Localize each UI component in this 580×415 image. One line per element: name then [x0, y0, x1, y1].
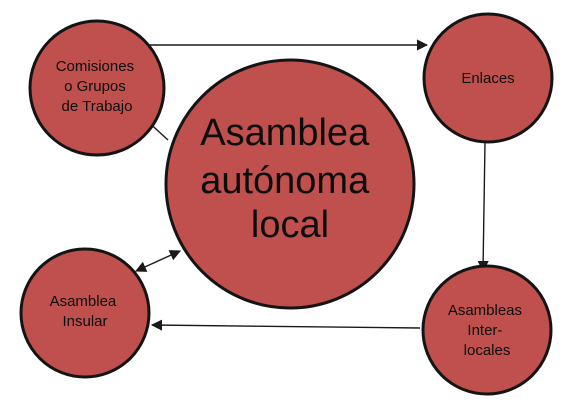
node-insular: Asamblea Insular: [19, 247, 151, 379]
node-interlocales-line-1: Asambleas: [448, 302, 522, 319]
svg-text:Asamblea autónoma: Asamblea autónoma local: [200, 112, 380, 246]
node-enlaces-circle: [422, 12, 554, 144]
node-interlocales-line-3: locales: [464, 342, 511, 359]
connectors: [134, 39, 489, 331]
node-interlocales: Asambleas Inter- locales: [421, 264, 553, 396]
arrow-interlocales-to-insular: [150, 319, 421, 331]
node-center-line-3: local: [251, 204, 329, 246]
node-insular-line-2: Insular: [62, 313, 107, 330]
arrow-enlaces-to-interlocales: [477, 141, 489, 273]
arrow-insular-center-bidirectional: [134, 250, 182, 272]
node-enlaces: Enlaces: [422, 12, 554, 144]
node-enlaces-line-1: Enlaces: [461, 70, 514, 87]
svg-text:Asamblea Insular: Asamblea Insular: [50, 293, 121, 330]
node-center-circle: [164, 58, 416, 310]
node-interlocales-circle: [421, 264, 553, 396]
node-comisiones-line-1: Comisiones: [56, 58, 134, 75]
node-center-line-1: Asamblea: [200, 112, 370, 154]
svg-text:Enlaces: Enlaces: [461, 70, 514, 87]
svg-text:Asambleas Inter- l: Asambleas Inter- locales: [448, 302, 526, 359]
node-insular-circle: [19, 247, 151, 379]
node-comisiones-line-2: o Grupos: [64, 78, 126, 95]
node-comisiones: Comisiones o Grupos de Trabajo: [28, 19, 166, 157]
svg-text:Comisiones o Grupos: Comisiones o Grupos de Trabajo: [56, 58, 139, 115]
node-comisiones-line-3: de Trabajo: [62, 98, 133, 115]
node-center: Asamblea autónoma local: [164, 58, 416, 310]
node-center-line-2: autónoma: [200, 160, 370, 202]
node-interlocales-line-2: Inter-: [467, 322, 502, 339]
node-comisiones-circle: [28, 19, 166, 157]
node-insular-line-1: Asamblea: [50, 293, 117, 310]
